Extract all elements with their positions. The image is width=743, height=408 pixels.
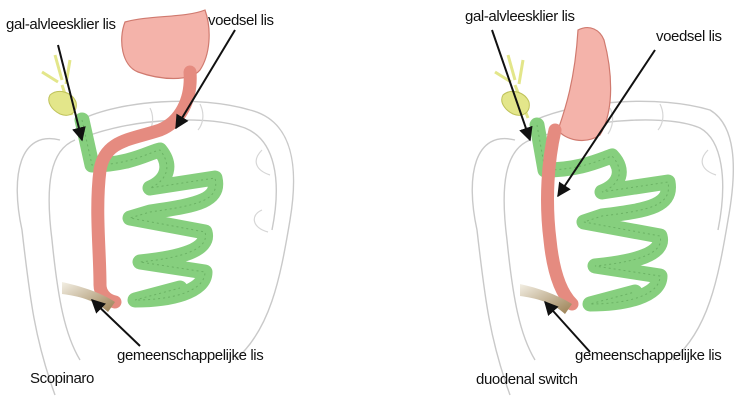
sleeve-stomach xyxy=(558,28,611,141)
scopinaro-panel xyxy=(17,10,293,395)
arrow-bp-limb xyxy=(492,30,530,140)
label-food-limb-right: voedsel lis xyxy=(656,28,722,45)
label-food-limb-left: voedsel lis xyxy=(208,12,274,29)
procedure-title-left: Scopinaro xyxy=(30,370,94,387)
food-limb xyxy=(548,130,572,304)
label-common-channel-right: gemeenschappelijke lis xyxy=(575,347,721,364)
label-bp-limb-right: gal-alvleesklier lis xyxy=(465,8,575,25)
label-common-channel-left: gemeenschappelijke lis xyxy=(117,347,263,364)
label-bp-limb-left: gal-alvleesklier lis xyxy=(6,16,116,33)
procedure-title-right: duodenal switch xyxy=(476,371,578,388)
stomach xyxy=(122,10,209,79)
duodenal-switch-panel xyxy=(472,28,733,395)
